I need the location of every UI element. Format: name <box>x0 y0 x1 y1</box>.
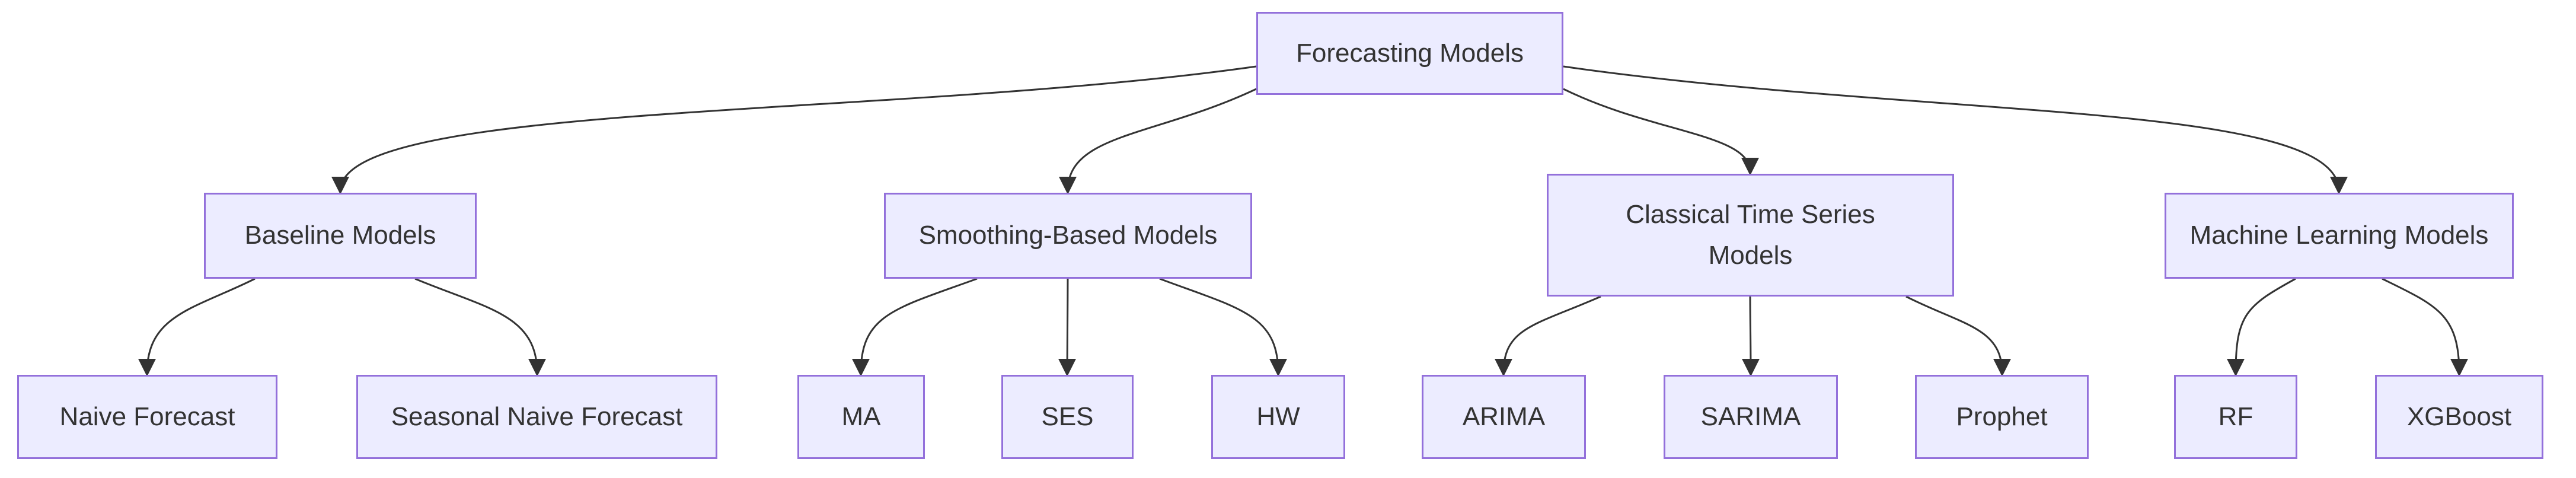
edge-classical-prophet <box>1905 295 2011 377</box>
edge-root-ml <box>1563 65 2348 195</box>
node-smoothing: Smoothing-Based Models <box>884 193 1252 279</box>
node-xgboost: XGBoost <box>2375 375 2543 459</box>
edge-ml-xgboost <box>2382 278 2468 377</box>
node-classical: Classical Time Series Models <box>1547 174 1954 297</box>
node-ses: SES <box>1001 375 1134 459</box>
node-naive: Naive Forecast <box>17 375 277 459</box>
node-snaive: Seasonal Naive Forecast <box>356 375 717 459</box>
node-root: Forecasting Models <box>1256 12 1563 95</box>
edge-ml-rf <box>2227 278 2296 377</box>
edge-smoothing-hw <box>1159 278 1287 377</box>
node-hw: HW <box>1211 375 1345 459</box>
node-prophet: Prophet <box>1915 375 2089 459</box>
node-baseline: Baseline Models <box>204 193 477 279</box>
edge-smoothing-ma <box>852 278 978 377</box>
node-ml: Machine Learning Models <box>2165 193 2514 279</box>
node-sarima: SARIMA <box>1664 375 1838 459</box>
edge-baseline-naive <box>138 278 256 377</box>
edge-classical-sarima <box>1741 296 1760 377</box>
node-ma: MA <box>797 375 925 459</box>
edge-smoothing-ses <box>1058 278 1077 377</box>
node-rf: RF <box>2174 375 2297 459</box>
node-arima: ARIMA <box>1422 375 1586 459</box>
edge-root-smoothing <box>1059 88 1257 195</box>
edge-root-baseline <box>331 65 1257 195</box>
edge-classical-arima <box>1495 295 1601 377</box>
edge-root-classical <box>1563 88 1759 176</box>
edge-baseline-snaive <box>414 278 546 377</box>
